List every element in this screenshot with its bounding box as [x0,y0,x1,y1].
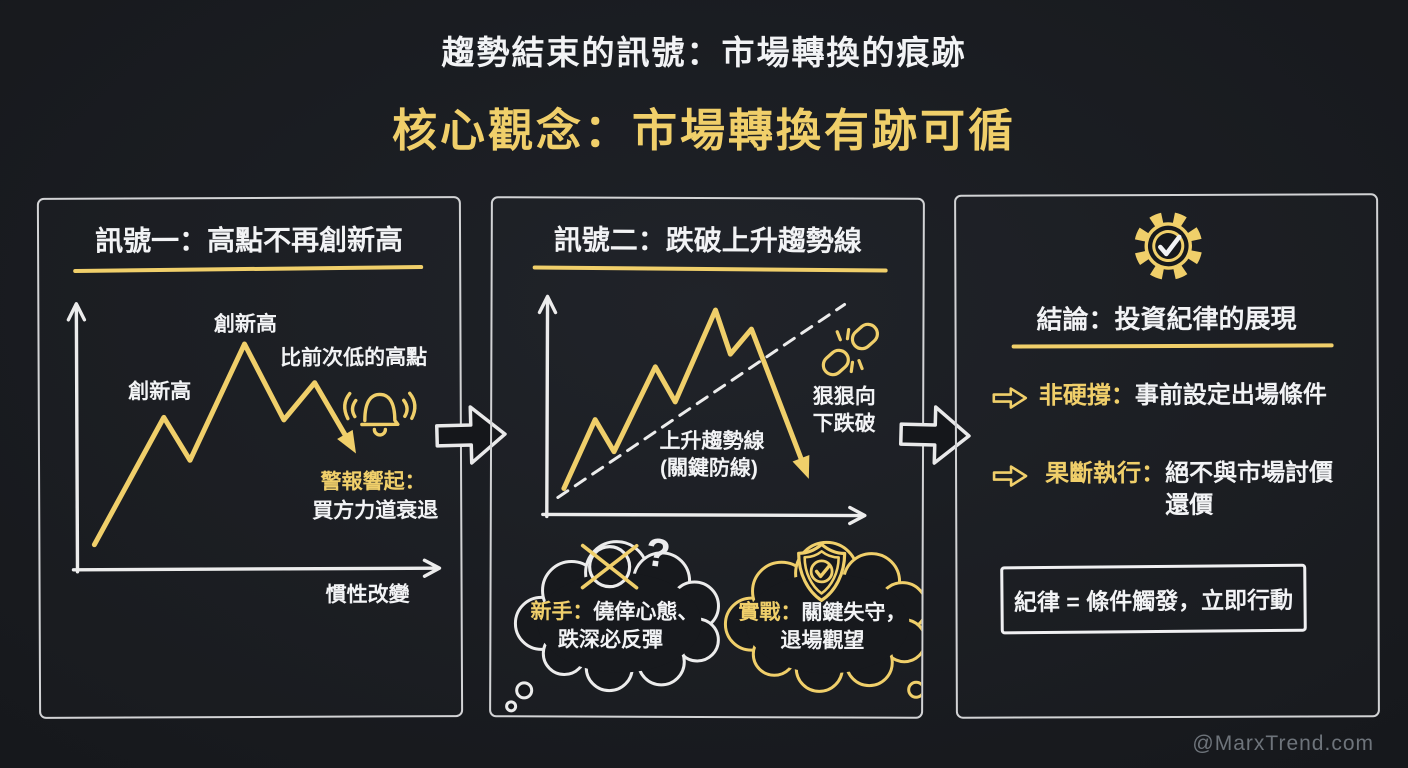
lower-high-label: 比前次低的高點 [280,346,428,370]
core-concept-subtitle: 核心觀念：市場轉換有跡可循 [391,105,1016,156]
shield-check-icon [797,542,847,603]
crossed-circle-icon [580,543,639,590]
gear-check-icon [1134,211,1203,280]
x-axis [541,505,867,526]
point1-text: 非硬撐：事前設定出場條件 [1039,379,1327,412]
signal2-chart [505,294,923,713]
inertia-change-label: 慣性改變 [325,583,410,607]
novice-text1: 僥倖心態、 [593,600,699,624]
point1-body: 事前設定出場條件 [1134,381,1327,410]
breakdown-label-line1: 狠狠向 [812,385,876,409]
new-high-label-2: 創新高 [213,312,277,337]
veteran-bubble-line1: 實戰：關鍵失守， [738,600,906,627]
alert-text: 買方力道衰退 [312,499,439,523]
bullet-arrow-icon [992,465,1028,487]
panel-connector-arrow-1 [432,400,510,475]
alert-title: 警報響起： [320,470,426,494]
veteran-text1: 關鍵失守， [801,601,907,625]
conclusion-panel: 結論：投資紀律的展現 非硬撐：事前設定出場條件 果斷執行：絕不與市場討價還價 紀… [954,193,1380,719]
discipline-summary-box: 紀律 = 條件觸發，立即行動 [1000,563,1307,635]
point2-body: 絕不與市場討價還價 [1165,459,1334,520]
conclusion-graphics [1134,211,1203,280]
signal1-panel: 訊號一：高點不再創新高 [36,196,464,719]
trendline-label-line2: (關鍵防線) [659,456,759,481]
new-high-label-1: 創新高 [128,380,192,404]
alarm-bell-icon [343,391,417,437]
bullet-arrow-icon [992,387,1028,409]
veteran-bubble-line2: 退場觀望 [780,629,865,653]
conclusion-title: 結論：投資紀律的展現 [1036,303,1297,335]
signal2-panel: 訊號二：跌破上升趨勢線 [489,196,925,719]
breakdown-label-line2: 下跌破 [812,412,876,436]
main-title: 趨勢結束的訊號：市場轉換的痕跡 [441,34,967,71]
dashed-trendline [556,302,847,499]
novice-thought-bubble [505,540,720,713]
arrow-right-icon [898,405,971,465]
y-axis [66,302,87,574]
arrow-right-icon [434,405,507,465]
discipline-summary-text: 紀律 = 條件觸發，立即行動 [1013,586,1294,616]
point2-label: 果斷執行： [1045,460,1166,488]
conclusion-point-1: 非硬撐：事前設定出場條件 [992,379,1327,412]
novice-label: 新手： [530,600,594,624]
point2-text: 果斷執行：絕不與市場討價還價 [1039,457,1339,522]
price-zigzag-breakdown [561,307,810,492]
trendline-label-line1: 上升趨勢線 [659,429,765,454]
x-axis [71,558,442,578]
conclusion-point-2: 果斷執行：絕不與市場討價還價 [992,457,1339,522]
novice-bubble-line1: 新手：僥倖心態、 [530,599,698,626]
broken-chain-icon [821,322,879,377]
y-axis [537,294,558,519]
point1-label: 非硬撐： [1038,382,1135,410]
price-zigzag-with-lower-high [91,341,356,548]
watermark: @MarxTrend.com [1192,732,1374,755]
panel-connector-arrow-2 [896,400,974,475]
signal1-chart [66,302,442,578]
veteran-label: 實戰： [738,600,802,625]
novice-bubble-line2: 跌深必反彈 [557,628,663,652]
